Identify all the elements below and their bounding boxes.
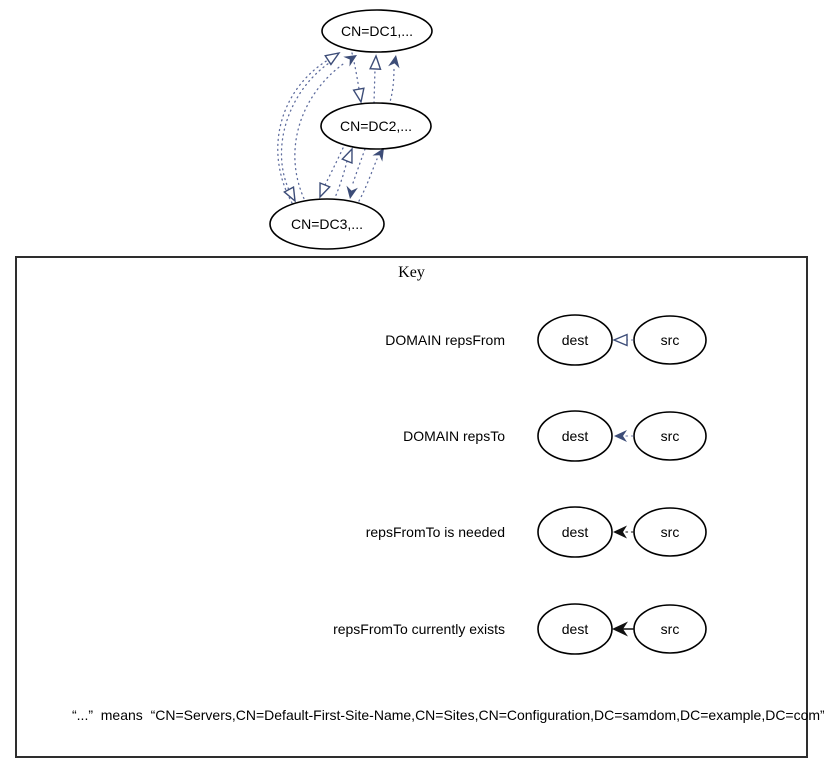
arrowhead-open-icon [324,51,341,66]
src-label: src [661,332,680,348]
key-title: Key [398,264,425,281]
edge-dc3-dc1-repsfrom [277,59,329,204]
arrowhead-open-icon [341,147,353,165]
key-row-example: dest src [537,314,707,366]
node-dc1 [321,9,433,53]
node-dc1-label: CN=DC1,... [341,23,413,39]
dest-label: dest [562,332,589,348]
node-dc2-label: CN=DC2,... [340,118,412,134]
arrowhead-filled-icon [372,148,384,162]
arrowhead-filled-icon [388,55,400,69]
edge-dc3-dc2-repsfrom [333,160,348,201]
arrowhead-filled-icon [614,430,627,442]
key-row-label: DOMAIN repsTo [403,428,505,444]
dest-node [537,410,613,462]
edge-dc2-dc3-repsto [351,148,366,187]
arrowhead-filled-icon [346,185,358,199]
dest-label: dest [562,621,589,637]
arrowhead-filled-icon [613,525,627,539]
src-node [633,315,707,365]
key-row-label: repsFromTo currently exists [333,621,505,637]
dest-node [537,506,613,558]
key-row-repsfromto-needed: repsFromTo is needed dest src [17,497,806,567]
arrowhead-open-icon [319,181,331,199]
src-label: src [661,621,680,637]
src-node [633,507,707,557]
arrowhead-filled-icon [343,55,357,67]
arrowhead-filled-icon [612,621,628,637]
edge-dc3-dc2-repsto [358,158,378,202]
edge-dc2-dc1-repsto [388,66,395,106]
src-label: src [661,428,680,444]
key-row-repsfromto-exists: repsFromTo currently exists dest src [17,594,806,664]
key-row-example: dest src [537,410,707,462]
replication-graph: CN=DC1,... CN=DC2,... CN=DC3,... [269,9,433,250]
edge-dc2-dc3-repsfrom [324,147,344,186]
node-dc2 [320,102,432,150]
arrowhead-open-icon [612,333,628,347]
edge-dc3-dc1-repsto [294,61,347,204]
key-box: Key DOMAIN repsFrom dest src DOMAIN reps… [15,256,824,758]
node-dc3-label: CN=DC3,... [291,216,363,232]
arrowhead-open-icon [369,54,382,71]
dest-label: dest [562,524,589,540]
edge-dc1-dc3-repsfrom [280,60,333,191]
key-row-example: dest src [537,506,707,558]
src-node [633,411,707,461]
edge-dc2-dc1-repsfrom [373,68,376,104]
src-label: src [661,524,680,540]
key-row-example: dest src [537,603,707,655]
key-row-domain-repsto: DOMAIN repsTo dest src [17,401,806,471]
key-row-label: repsFromTo is needed [365,524,505,540]
dest-label: dest [562,428,589,444]
dest-node [537,314,613,366]
arrowhead-open-icon [352,87,365,104]
node-dc3 [269,198,385,250]
key-row-domain-repsfrom: DOMAIN repsFrom dest src [17,305,806,375]
key-row-label: DOMAIN repsFrom [385,332,505,348]
key-footnote: “...” means “CN=Servers,CN=Default-First… [72,707,824,723]
arrowhead-open-icon [283,185,296,203]
